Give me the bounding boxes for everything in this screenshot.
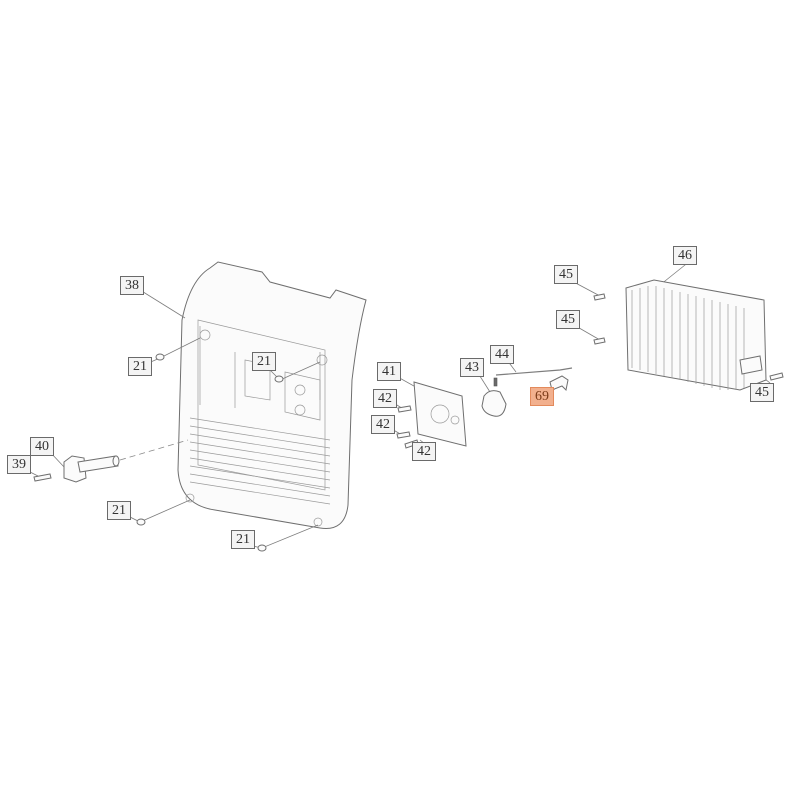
callout-42[interactable]: 42 [371, 415, 395, 434]
callout-45[interactable]: 45 [556, 310, 580, 329]
callout-21[interactable]: 21 [128, 357, 152, 376]
callout-45[interactable]: 45 [750, 383, 774, 402]
callout-42[interactable]: 42 [373, 389, 397, 408]
callout-41[interactable]: 41 [377, 362, 401, 381]
callout-69-highlighted[interactable]: 69 [530, 387, 554, 406]
part-44-cable [495, 367, 573, 376]
callout-21[interactable]: 21 [107, 501, 131, 520]
part-43 [481, 377, 507, 417]
callout-21[interactable]: 21 [231, 530, 255, 549]
screws-part-21 [136, 353, 284, 552]
front-panel-part-38 [177, 261, 367, 530]
callout-46[interactable]: 46 [673, 246, 697, 265]
part-40-39 [33, 455, 120, 483]
callout-42[interactable]: 42 [412, 442, 436, 461]
callout-40[interactable]: 40 [30, 437, 54, 456]
callout-44[interactable]: 44 [490, 345, 514, 364]
part-41-42 [396, 381, 467, 449]
callout-45[interactable]: 45 [554, 265, 578, 284]
callout-38[interactable]: 38 [120, 276, 144, 295]
callout-39[interactable]: 39 [7, 455, 31, 474]
part-46-heatsink [593, 279, 784, 391]
callout-43[interactable]: 43 [460, 358, 484, 377]
callout-21[interactable]: 21 [252, 352, 276, 371]
